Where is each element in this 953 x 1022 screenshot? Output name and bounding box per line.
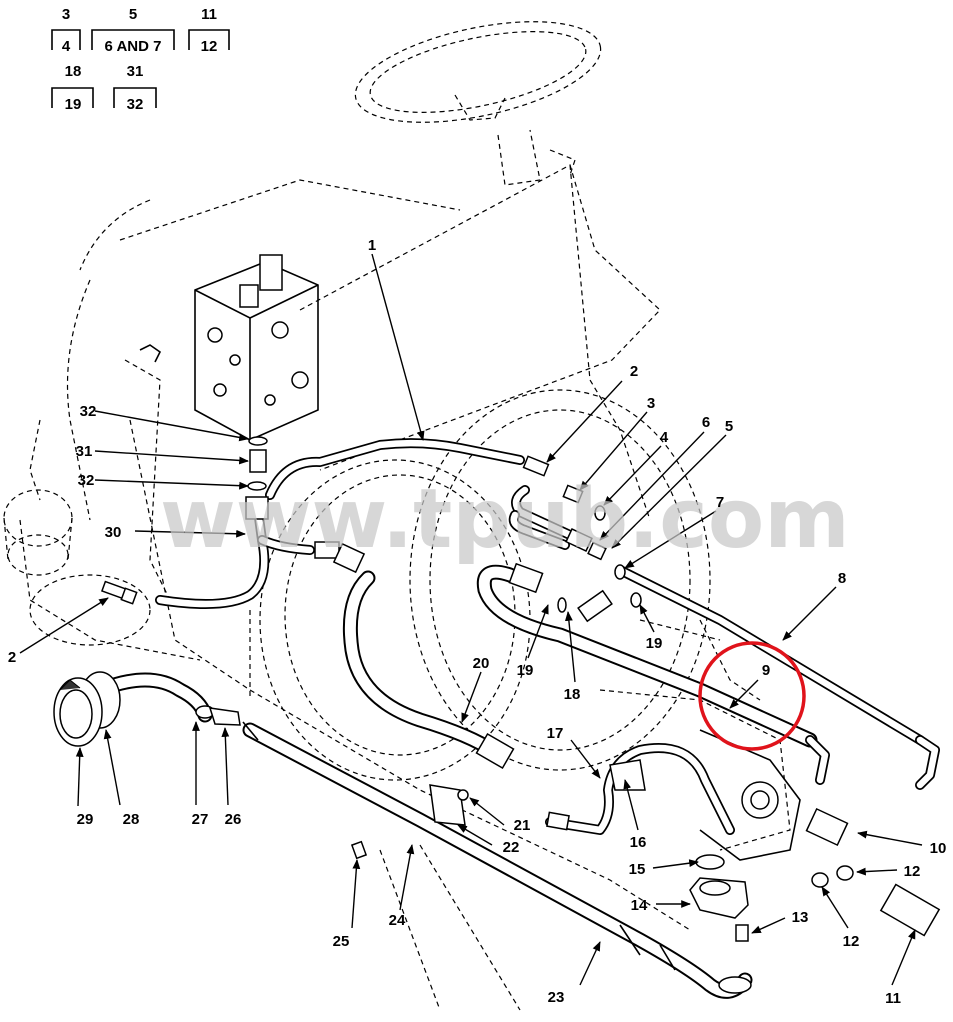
callout-26: 26 [225, 811, 242, 828]
callout-27: 27 [192, 811, 209, 828]
callout-12-lower: 12 [843, 933, 860, 950]
callout-23: 23 [548, 989, 565, 1006]
callout-15: 15 [629, 861, 646, 878]
callout-2-left: 2 [8, 649, 16, 666]
callout-3: 3 [647, 395, 655, 412]
hose-18 [476, 562, 830, 785]
bracket-22 [350, 784, 469, 860]
hose-23 [242, 721, 753, 999]
callout-2-right: 2 [630, 363, 638, 380]
key-box-3-4: 3 4 [51, 6, 81, 55]
key-top-5: 5 [129, 6, 137, 23]
callout-22: 22 [503, 839, 520, 856]
callout-28: 28 [123, 811, 140, 828]
callout-12-upper: 12 [904, 863, 921, 880]
callout-32-upper: 32 [80, 403, 97, 420]
hose-27-elbow [92, 672, 241, 726]
key-bottom-19: 19 [65, 96, 82, 113]
tubes-upper-right [508, 455, 642, 623]
callout-21: 21 [514, 817, 531, 834]
key-bottom-32: 32 [127, 96, 144, 113]
highlight-circle-item-9 [698, 641, 806, 751]
hydraulic-pump [699, 729, 941, 937]
key-top-11: 11 [201, 6, 217, 23]
fitting-2-left [100, 541, 366, 605]
key-bottom-6-and-7: 6 AND 7 [105, 38, 162, 55]
key-bottom-12: 12 [201, 38, 218, 55]
tube-17 [545, 743, 735, 835]
callout-9: 9 [762, 662, 770, 679]
callout-1: 1 [368, 237, 376, 254]
key-top-31: 31 [127, 63, 144, 80]
callout-31: 31 [76, 443, 93, 460]
callout-4: 4 [660, 429, 669, 446]
tube-30 [155, 505, 315, 609]
key-top-3: 3 [62, 6, 70, 23]
watermark: www.tpub.com [160, 472, 850, 567]
tube-8 [615, 565, 940, 790]
callout-20: 20 [473, 655, 490, 672]
callout-10: 10 [930, 840, 947, 857]
callout-25: 25 [333, 933, 350, 950]
fitting-stack-30-32 [245, 436, 269, 520]
callout-7: 7 [716, 494, 724, 511]
callout-19-right: 19 [646, 635, 663, 652]
callout-30: 30 [105, 524, 122, 541]
hose-20 [342, 570, 515, 770]
callout-32-lower: 32 [78, 472, 95, 489]
callout-16: 16 [630, 834, 647, 851]
callout-8: 8 [838, 570, 846, 587]
steering-control-valve [139, 254, 319, 441]
leader-lines [19, 253, 923, 986]
key-bottom-4: 4 [62, 38, 71, 55]
key-box-11-12: 11 12 [188, 6, 230, 55]
clamp-14 [689, 854, 749, 942]
callout-5: 5 [725, 418, 733, 435]
key-box-5-6and7: 5 6 AND 7 [91, 6, 175, 55]
callout-17: 17 [547, 725, 564, 742]
callout-19-left: 19 [517, 662, 534, 679]
callout-29: 29 [77, 811, 94, 828]
callout-labels: 1 2 3 4 6 5 7 8 9 10 11 12 12 13 14 15 1… [8, 237, 947, 1007]
callout-24: 24 [389, 912, 406, 929]
callout-18: 18 [564, 686, 581, 703]
key-top-18: 18 [65, 63, 82, 80]
key-box-18-19: 18 19 [51, 63, 94, 113]
key-box-31-32: 31 32 [113, 63, 157, 113]
filler-cap-28-29 [53, 671, 121, 747]
callout-11: 11 [885, 990, 901, 1007]
callout-6: 6 [702, 414, 710, 431]
callout-14: 14 [631, 897, 648, 914]
tube-1 [265, 438, 525, 500]
callout-13: 13 [792, 909, 809, 926]
